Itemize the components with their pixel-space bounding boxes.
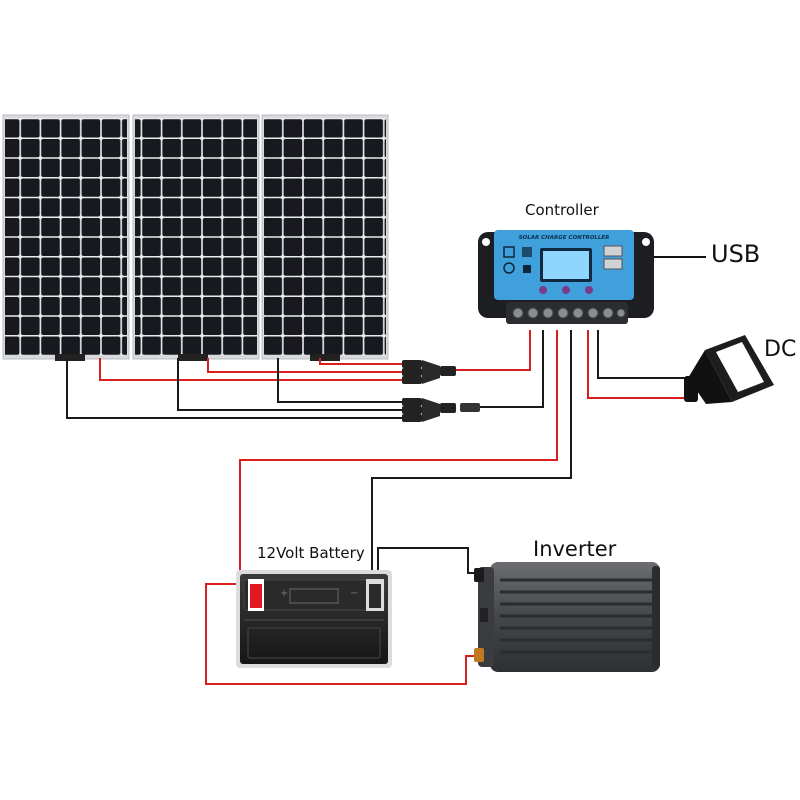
mc4-y-connector-negative <box>402 398 480 422</box>
charge-controller-icon: SOLAR CHARGE CONTROLLER <box>478 230 654 324</box>
svg-text:+: + <box>280 588 288 599</box>
solar-panel-2 <box>132 114 260 361</box>
dc-load-wires <box>587 330 690 399</box>
controller-label: Controller <box>525 201 599 219</box>
dc-label: DC <box>764 337 797 362</box>
battery-positive-wire <box>239 330 558 579</box>
panel-negative-wires <box>66 330 544 419</box>
controller-terminals <box>512 307 626 319</box>
solar-panel-1 <box>2 114 130 361</box>
mc4-y-connector-positive <box>402 360 456 384</box>
usb-label: USB <box>711 240 761 268</box>
controller-face-text: SOLAR CHARGE CONTROLLER <box>519 235 610 241</box>
battery-negative-wire <box>371 330 572 580</box>
battery-label: 12Volt Battery <box>257 544 365 562</box>
inverter-label: Inverter <box>533 537 617 561</box>
inverter-wires <box>205 547 480 685</box>
solar-panel-3 <box>261 114 389 361</box>
floodlight-icon <box>684 335 774 404</box>
svg-text:−: − <box>350 588 358 599</box>
battery-icon: + − <box>236 570 392 668</box>
panel-positive-wires <box>99 330 531 381</box>
inverter-icon <box>474 562 660 672</box>
